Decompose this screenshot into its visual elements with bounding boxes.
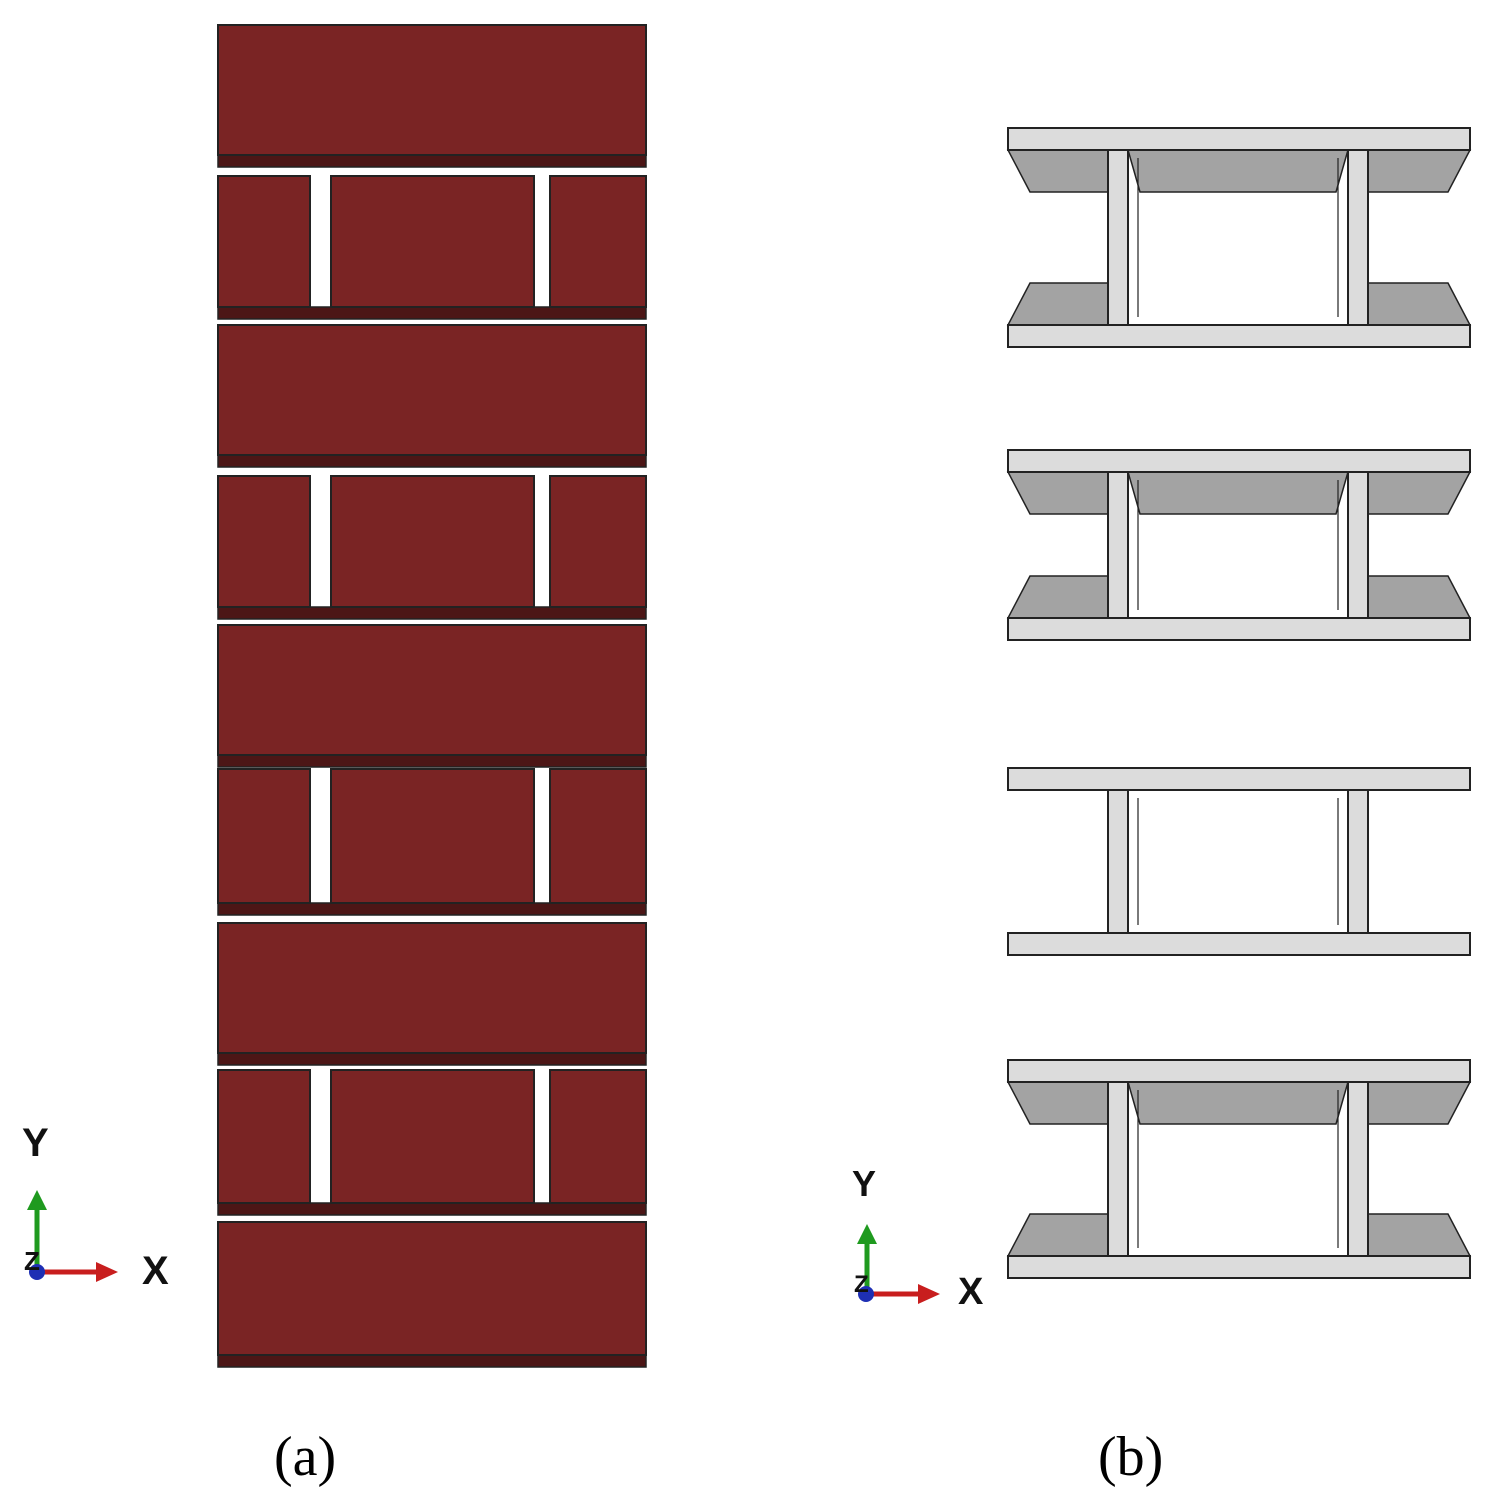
- brick-shadow: [217, 606, 647, 620]
- z-axis-label: Z: [24, 1246, 40, 1276]
- brick: [217, 1221, 647, 1356]
- block-top-flange: [1007, 449, 1471, 473]
- block-shade: [1367, 1213, 1472, 1257]
- brick-wall-panel: [217, 24, 647, 1368]
- block-shade: [1367, 282, 1472, 326]
- caption-a: (a): [274, 1426, 336, 1488]
- hollow-block-panel: [1006, 127, 1472, 1279]
- block-top-flange: [1007, 1059, 1471, 1083]
- x-axis-arrowhead: [96, 1262, 118, 1282]
- brick: [217, 175, 311, 308]
- brick: [217, 1069, 311, 1204]
- z-axis-label: Z: [854, 1271, 869, 1298]
- block-web: [1347, 149, 1369, 326]
- block-shade: [1006, 1081, 1109, 1125]
- brick: [549, 768, 647, 904]
- x-axis-arrowhead: [918, 1284, 940, 1304]
- brick: [217, 324, 647, 456]
- brick: [217, 624, 647, 756]
- block-bottom-flange: [1007, 1255, 1471, 1279]
- brick: [330, 475, 535, 608]
- brick: [217, 768, 311, 904]
- y-axis-arrowhead: [27, 1190, 47, 1210]
- block-web: [1107, 789, 1129, 934]
- block-shade: [1367, 575, 1472, 619]
- block-web: [1347, 471, 1369, 619]
- block-bottom-flange: [1007, 932, 1471, 956]
- block-shade: [1006, 471, 1109, 515]
- block-shade: [1006, 149, 1109, 193]
- caption-b: (b): [1098, 1426, 1163, 1488]
- brick: [549, 1069, 647, 1204]
- block-bottom-flange: [1007, 324, 1471, 348]
- y-axis-label: Y: [852, 1163, 876, 1204]
- x-axis-label: X: [142, 1249, 169, 1293]
- z-axis-dot: [29, 1264, 45, 1280]
- block-shade: [1127, 149, 1349, 193]
- axis-triad-b: Y X Z: [852, 1163, 984, 1313]
- brick: [549, 475, 647, 608]
- block-shade: [1006, 575, 1109, 619]
- block-shade: [1367, 1081, 1472, 1125]
- brick: [217, 922, 647, 1054]
- block-web: [1347, 789, 1369, 934]
- brick-shadow: [217, 306, 647, 320]
- z-axis-dot: [858, 1286, 874, 1302]
- block-shade: [1367, 471, 1472, 515]
- brick: [330, 768, 535, 904]
- axis-triad-a: Y X Z: [22, 1121, 169, 1293]
- brick: [217, 475, 311, 608]
- block-shade: [1367, 149, 1472, 193]
- block-shade: [1127, 471, 1349, 515]
- y-axis-arrowhead: [857, 1224, 877, 1244]
- block-top-flange: [1007, 127, 1471, 151]
- block-shade: [1127, 1081, 1349, 1125]
- brick: [549, 175, 647, 308]
- block-shade: [1006, 1213, 1109, 1257]
- brick-shadow: [217, 1202, 647, 1216]
- brick-shadow: [217, 902, 647, 916]
- brick: [330, 175, 535, 308]
- block-bottom-flange: [1007, 617, 1471, 641]
- block-web: [1107, 471, 1129, 619]
- block-web: [1107, 149, 1129, 326]
- block-web: [1107, 1081, 1129, 1257]
- block-web: [1347, 1081, 1369, 1257]
- block-shade: [1006, 282, 1109, 326]
- x-axis-label: X: [958, 1271, 984, 1313]
- brick: [330, 1069, 535, 1204]
- block-top-flange: [1007, 767, 1471, 791]
- y-axis-label: Y: [22, 1121, 49, 1165]
- brick: [217, 24, 647, 156]
